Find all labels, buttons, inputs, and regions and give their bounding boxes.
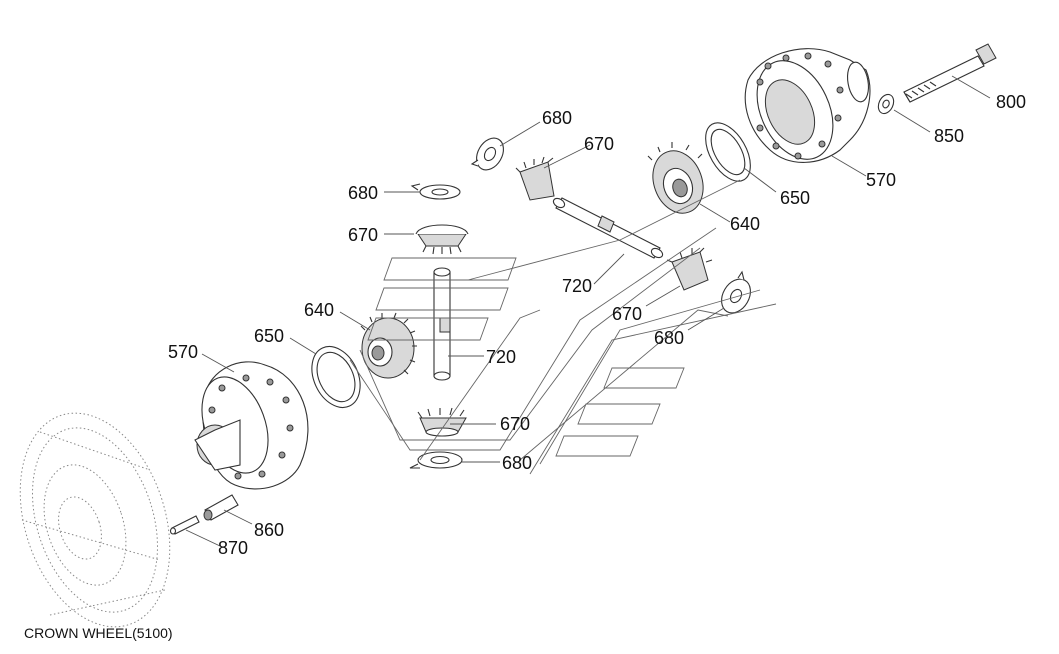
thrust-washer-left: [311, 345, 361, 409]
bolt: [903, 43, 997, 103]
callout-640-left: 640: [304, 300, 334, 320]
spider-shaft-vertical: [433, 267, 451, 381]
thrust-washer-top: [410, 183, 461, 200]
pinion-gear-right-top: [515, 156, 555, 201]
assembly-flow-lines: [349, 179, 777, 475]
callout-680-top-left: 680: [348, 183, 378, 203]
callout-570-left: 570: [168, 342, 198, 362]
callout-670-right: 670: [612, 304, 642, 324]
callout-870: 870: [218, 538, 248, 558]
callout-850: 850: [934, 126, 964, 146]
callout-680-bottom: 680: [502, 453, 532, 473]
pinion-gear-right-bottom: [666, 247, 713, 291]
callout-570-right: 570: [866, 170, 896, 190]
callout-860: 860: [254, 520, 284, 540]
side-gear-left: [360, 312, 417, 379]
thrust-washer-right-bottom: [721, 270, 751, 314]
diagram-caption: CROWN WHEEL(5100): [24, 625, 173, 641]
leader-lines: [185, 75, 991, 547]
crown-wheel: [19, 412, 171, 628]
callout-labels: 800 850 570 650 640 680 670 680 670 720 …: [168, 92, 1026, 558]
thrust-washer-right-top: [470, 137, 504, 171]
pinion-gear-top: [415, 224, 469, 255]
differential-case-right: [744, 48, 871, 163]
washer: [877, 93, 895, 115]
callout-670-bottom: 670: [500, 414, 530, 434]
callout-650-left: 650: [254, 326, 284, 346]
callout-720-left: 720: [486, 347, 516, 367]
callout-800: 800: [996, 92, 1026, 112]
callout-670-top-right: 670: [584, 134, 614, 154]
pinion-gear-bottom: [417, 407, 467, 437]
thrust-washer-bottom: [409, 451, 463, 469]
callout-640-right: 640: [730, 214, 760, 234]
callout-650-right: 650: [780, 188, 810, 208]
callout-680-right: 680: [654, 328, 684, 348]
callout-720-right: 720: [562, 276, 592, 296]
differential-case-left: [194, 361, 309, 490]
spring-pin: [203, 494, 239, 521]
thrust-washer-right: [705, 122, 751, 182]
side-gear-right: [647, 142, 704, 214]
callout-680-top-right: 680: [542, 108, 572, 128]
spider-shaft-diagonal: [552, 197, 664, 259]
callout-670-top-left: 670: [348, 225, 378, 245]
roll-pin: [169, 515, 200, 535]
